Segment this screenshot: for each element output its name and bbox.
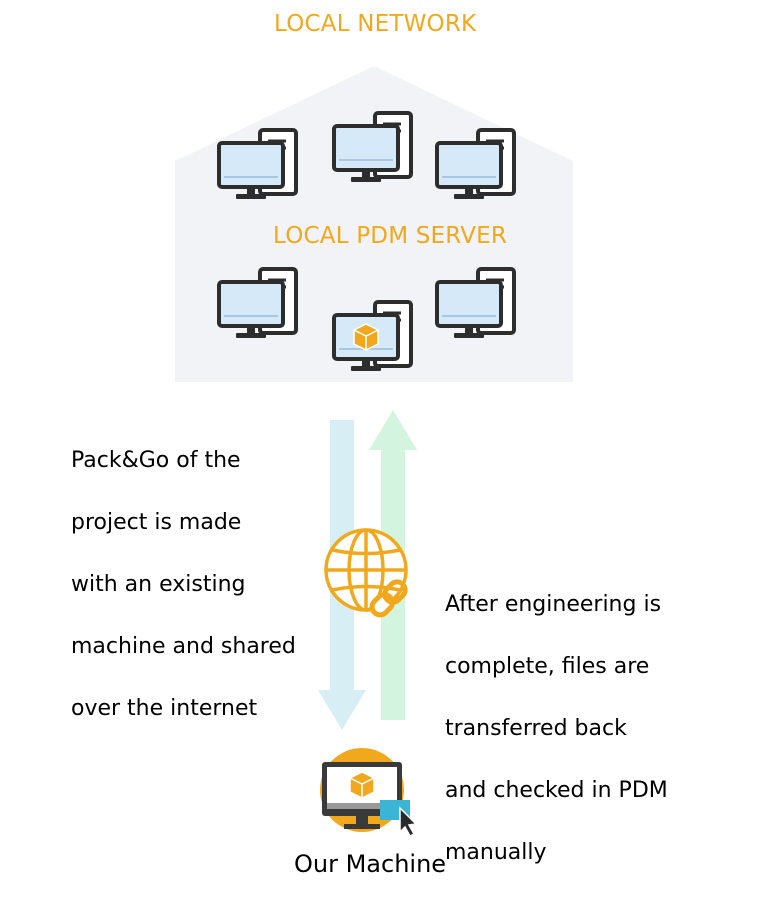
note-line: over the internet (71, 696, 258, 721)
note-line: manually (445, 840, 547, 865)
note-line: project is made (71, 510, 242, 535)
our-machine-label: Our Machine (294, 850, 447, 878)
server-box-icon (353, 323, 379, 351)
note-line: After engineering is (445, 592, 662, 617)
transfer-back-note: After engineering is complete, files are… (445, 558, 668, 899)
note-line: complete, files are (445, 654, 650, 679)
note-line: machine and shared (71, 634, 296, 659)
note-line: with an existing (71, 572, 246, 597)
network-computer-4-icon (217, 267, 298, 340)
network-computer-5-icon (435, 267, 516, 340)
network-computer-2-icon (332, 111, 413, 184)
cursor-icon (399, 806, 418, 837)
pack-and-go-note: Pack&Go of the project is made with an e… (71, 414, 296, 755)
network-computer-3-icon (435, 128, 516, 201)
globe-link-icon (324, 528, 408, 618)
local-pdm-server-label: LOCAL PDM SERVER (273, 223, 508, 249)
pdm-server-icon (332, 300, 413, 373)
network-computer-1-icon (217, 128, 298, 201)
note-line: transferred back (445, 716, 627, 741)
note-line: and checked in PDM (445, 778, 668, 803)
local-network-title: LOCAL NETWORK (274, 11, 477, 37)
note-line: Pack&Go of the (71, 448, 241, 473)
our-machine-icon (320, 748, 418, 837)
server-box-icon (349, 771, 375, 799)
